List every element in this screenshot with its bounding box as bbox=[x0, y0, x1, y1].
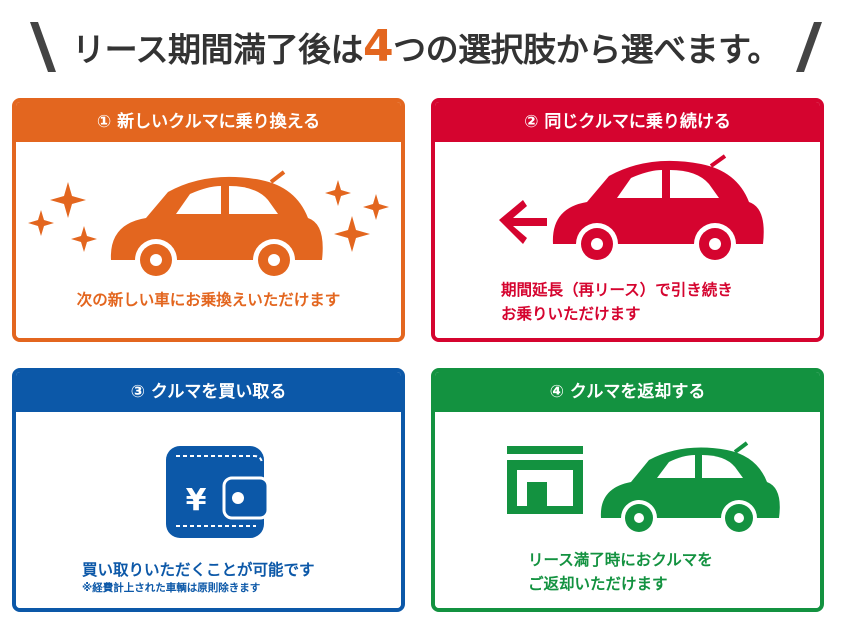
option-title: ① 新しいクルマに乗り換える bbox=[16, 102, 401, 142]
title-number: 4 bbox=[363, 21, 394, 72]
page-title: リース期間満了後は4つの選択肢から選べます。 bbox=[60, 22, 792, 72]
svg-text:¥: ¥ bbox=[186, 483, 207, 518]
arrow-left-icon bbox=[499, 200, 547, 244]
option-description: 買い取りいただくことが可能です bbox=[82, 561, 315, 579]
title-prefix: リース期間満了後は bbox=[72, 30, 364, 69]
car-icon bbox=[507, 441, 780, 536]
option-card-same-car: ② 同じクルマに乗り続ける 期間延長（再リース）で引き続き お乗りいただけます bbox=[431, 98, 824, 342]
left-slash-decoration bbox=[30, 22, 56, 72]
sparkle-icon bbox=[28, 180, 389, 252]
option-card-return: ④ クルマを返却する リース満了時におクルマを ご返却 bbox=[431, 368, 824, 612]
option-title: ④ クルマを返却する bbox=[435, 372, 820, 412]
option-title: ③ クルマを買い取る bbox=[16, 372, 401, 412]
title-suffix: つの選択肢から選べます。 bbox=[393, 30, 780, 69]
option-card-buyout: ③ クルマを買い取る ¥ 買い取りいただくことが可能です ※経費計上された車輌は… bbox=[12, 368, 405, 612]
option-note: ※経費計上された車輌は原則除きます bbox=[82, 582, 261, 594]
option-title: ② 同じクルマに乗り続ける bbox=[435, 102, 820, 142]
page-header: リース期間満了後は4つの選択肢から選べます。 bbox=[0, 0, 852, 90]
option-description-line2: お乗りいただけます bbox=[501, 305, 641, 323]
option-description-line1: 期間延長（再リース）で引き続き bbox=[501, 281, 733, 299]
option-description: 次の新しい車にお乗換えいただけます bbox=[76, 291, 341, 309]
yen-icon: ¥ bbox=[186, 483, 207, 518]
car-icon bbox=[499, 154, 764, 265]
option-description-line1: リース満了時におクルマを bbox=[528, 551, 713, 569]
wallet-icon: ¥ bbox=[166, 446, 270, 538]
right-slash-decoration bbox=[796, 22, 822, 72]
shop-icon bbox=[507, 446, 583, 514]
car-icon bbox=[28, 170, 389, 281]
option-card-new-car: ① 新しいクルマに乗り換える bbox=[12, 98, 405, 342]
option-description-line2: ご返却いただけます bbox=[528, 575, 668, 593]
